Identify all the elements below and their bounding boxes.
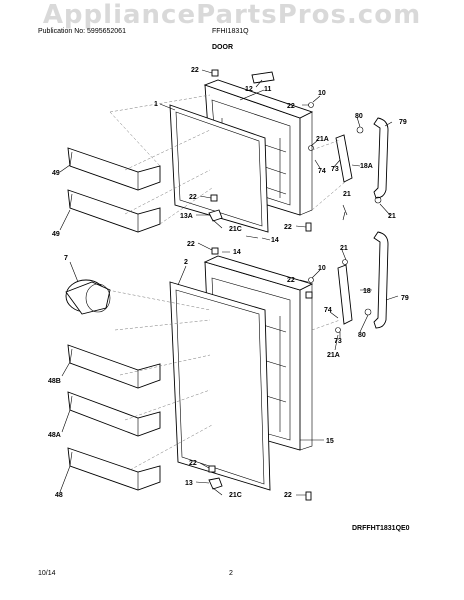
callout-14: 14	[271, 237, 279, 244]
callout-21: 21	[388, 213, 396, 220]
publication-number: Publication No: 5995652061	[38, 28, 126, 35]
callout-10: 10	[318, 265, 326, 272]
callout-22: 22	[287, 103, 295, 110]
callout-73: 73	[331, 166, 339, 173]
refrigerator-door-gasket	[169, 281, 271, 491]
callout-79: 79	[399, 119, 407, 126]
callout-80: 80	[358, 332, 366, 339]
door-shelf-48B	[67, 344, 161, 389]
door-shelf-48A	[67, 391, 161, 437]
callout-15: 15	[326, 438, 334, 445]
callout-21C: 21C	[229, 226, 242, 233]
callout-22: 22	[187, 241, 195, 248]
callout-48B: 48B	[48, 378, 61, 385]
refrigerator-door-handle-assembly	[208, 231, 389, 501]
callout-21A: 21A	[316, 136, 329, 143]
watermark: AppliancePartsPros.com	[42, 0, 422, 30]
callout-11: 11	[264, 86, 272, 93]
alignment-lines	[107, 94, 346, 471]
callout-21A: 21A	[327, 352, 340, 359]
callout-22: 22	[284, 492, 292, 499]
callout-21: 21	[343, 191, 351, 198]
callout-22: 22	[191, 67, 199, 74]
callout-21C: 21C	[229, 492, 242, 499]
callout-79: 79	[401, 295, 409, 302]
callout-73: 73	[334, 338, 342, 345]
callout-10: 10	[318, 90, 326, 97]
callout-74: 74	[324, 307, 332, 314]
freezer-door-handle-assembly	[208, 69, 389, 232]
callout-74: 74	[318, 168, 326, 175]
callout-22: 22	[287, 277, 295, 284]
callout-49: 49	[52, 170, 60, 177]
callout-12: 12	[245, 86, 253, 93]
callout-2: 2	[184, 259, 188, 266]
door-shelf-49-lower	[67, 189, 161, 233]
callout-13A: 13A	[180, 213, 193, 220]
callout-49: 49	[52, 231, 60, 238]
callout-48: 48	[55, 492, 63, 499]
callout-18: 18	[363, 288, 371, 295]
leader-lines	[59, 69, 399, 496]
callout-21: 21	[340, 245, 348, 252]
callout-14: 14	[233, 249, 241, 256]
callout-18A: 18A	[360, 163, 373, 170]
model-number: FFHI1831Q	[212, 28, 249, 35]
callout-22: 22	[189, 460, 197, 467]
callout-80: 80	[355, 113, 363, 120]
section-title: DOOR	[212, 44, 233, 51]
dairy-cover	[65, 279, 111, 315]
callout-labels: 22 12 11 22 10 1 80 79 21A 74 73 18A 49 …	[48, 67, 409, 499]
callout-22: 22	[284, 224, 292, 231]
footer-date: 10/14	[38, 570, 56, 577]
diagram-code: DRFFHT1831QE0	[352, 525, 410, 532]
callout-1: 1	[154, 101, 158, 108]
page-number: 2	[229, 570, 233, 577]
callout-22: 22	[189, 194, 197, 201]
callout-7: 7	[64, 255, 68, 262]
door-shelf-48	[67, 447, 161, 491]
callout-48A: 48A	[48, 432, 61, 439]
callout-13: 13	[185, 480, 193, 487]
door-shelf-49-upper	[67, 147, 161, 191]
